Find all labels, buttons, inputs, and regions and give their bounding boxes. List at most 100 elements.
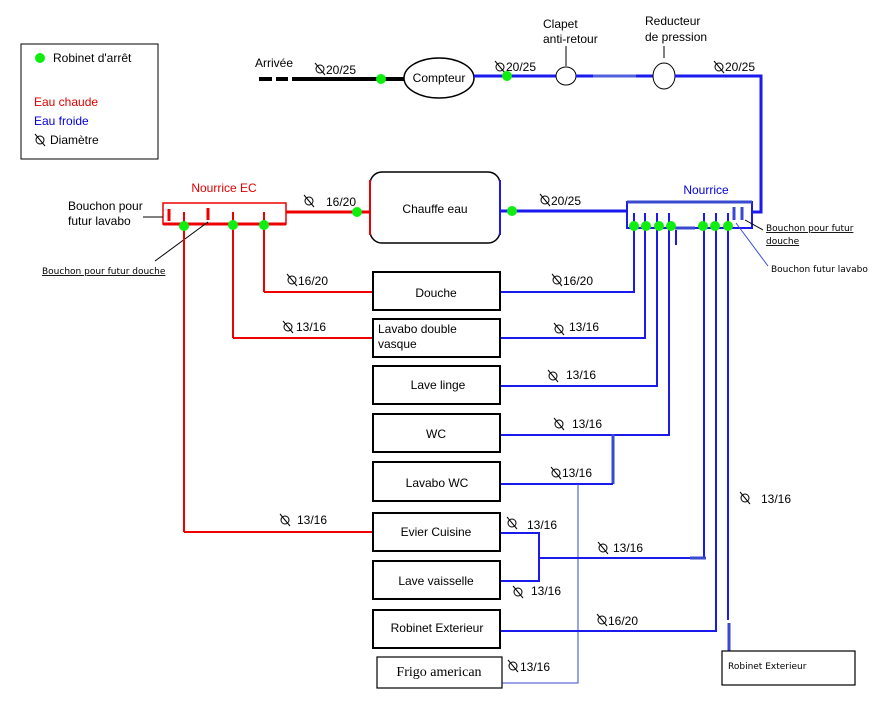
leader-line (744, 219, 764, 231)
plug-douche-label-1: Bouchon pour futur (766, 224, 854, 234)
diameter-icon (713, 60, 725, 74)
plug-lavabo-label-1: Bouchon pour (68, 199, 143, 213)
diameter-icon (494, 60, 506, 74)
cold-pipe-frigo (502, 484, 579, 684)
valve-icon (507, 206, 517, 216)
outdoor-tap-diameter: 13/16 (761, 492, 791, 506)
hot-manifold: Nourrice EC Bouchon pour futur lavabo Bo… (42, 181, 373, 533)
leader-line (735, 222, 769, 267)
meter (403, 57, 475, 99)
diameter-icon (507, 659, 519, 673)
diameter-icon (512, 585, 524, 599)
fixture-evier-cuisine (372, 512, 501, 552)
check-valve (555, 66, 577, 86)
fixture-robinet-exterieur-2 (721, 650, 856, 686)
diameter-icon (314, 62, 326, 76)
valve-icon (502, 71, 512, 81)
fixture-label: Robinet Exterieur (728, 662, 807, 672)
pressure-reducer (652, 62, 676, 90)
diameter-icon (551, 273, 563, 287)
hot-diameter: 13/16 (296, 320, 326, 334)
hot-diameter: 16/20 (298, 274, 328, 288)
valve-icon (654, 221, 664, 231)
valve-icon (376, 74, 386, 84)
fixture-label: Robinet Exterieur (391, 621, 484, 635)
plug-lavabo-label: Bouchon futur lavabo (771, 265, 868, 275)
valve-icon (228, 220, 238, 230)
plug-douche-label-2: douche (766, 237, 800, 247)
plug-douche-label: Bouchon pour futur douche (42, 267, 166, 277)
valve-icon (666, 221, 676, 231)
fixture-frigo (376, 656, 503, 689)
cold-pipe-evier-lave-vaisselle (501, 532, 540, 582)
valve-icon (641, 221, 651, 231)
fixture-label: Lavabo double (378, 322, 457, 336)
fixture-wc (372, 413, 501, 453)
cold-diameter: 13/16 (531, 584, 561, 598)
hot-manifold-title: Nourrice EC (191, 181, 257, 195)
diameter-icon (553, 322, 565, 336)
cold-diameter: 13/16 (527, 518, 557, 532)
fixture-douche (372, 271, 501, 311)
cold-diameter: 13/16 (566, 368, 596, 382)
valve-icon (259, 220, 269, 230)
diameter-icon (279, 513, 291, 527)
hot-diameter: 13/16 (297, 513, 327, 527)
cold-diameter: 13/16 (562, 466, 592, 480)
valve-icon (710, 221, 720, 231)
plug-lavabo-label-2: futur lavabo (68, 214, 131, 228)
diameter-icon (739, 491, 751, 505)
diameter-icon (596, 613, 608, 627)
cold-pipe-douche (501, 213, 635, 293)
fixture-label: Frigo american (396, 665, 481, 680)
water-heater: Chauffe eau 20/25 (369, 171, 628, 244)
fixtures: Douche 16/20 16/20 Lavabo double vasque … (279, 271, 856, 689)
cold-pipe-lave-linge (501, 213, 658, 387)
reducer-label-2: de pression (645, 30, 707, 44)
valve-icon (723, 221, 733, 231)
inlet-diameter: 20/25 (326, 63, 356, 77)
diameter-icon (550, 466, 562, 480)
diameter-icon (547, 369, 559, 383)
arrival-label: Arrivée (255, 56, 293, 70)
legend-valve-label: Robinet d'arrêt (53, 51, 132, 65)
cold-pipe-wc (501, 213, 670, 436)
heater-label: Chauffe eau (402, 202, 467, 216)
inlet-line: Arrivée 20/25 Compteur 20/25 Clapet anti… (255, 14, 763, 214)
fixture-robinet-exterieur (372, 609, 501, 649)
meter-label: Compteur (413, 71, 466, 85)
check-valve-label-1: Clapet (543, 17, 578, 31)
diameter-icon (539, 193, 551, 207)
legend-cold-label: Eau froide (34, 114, 89, 128)
diameter-icon (282, 320, 294, 334)
fixture-lave-vaisselle (372, 560, 501, 600)
valve-icon (352, 207, 362, 217)
kitchen-branch-diameter: 13/16 (613, 541, 643, 555)
cold-manifold-title: Nourrice (683, 183, 729, 197)
cold-diameter: 13/16 (569, 320, 599, 334)
check-valve-label-2: anti-retour (543, 32, 598, 46)
fixture-lave-linge (372, 365, 501, 405)
fixture-label: WC (426, 427, 446, 441)
cold-pipe-lavabo-double (501, 213, 646, 339)
diameter-icon (506, 516, 518, 530)
cold-manifold: Nourrice Bouchon pour futur douche Bouch… (626, 183, 868, 275)
after-meter-diameter: 20/25 (506, 60, 536, 74)
fixture-label: Evier Cuisine (401, 525, 472, 539)
legend: Robinet d'arrêt Eau chaude Eau froide Di… (20, 43, 159, 160)
diameter-icon (553, 417, 565, 431)
valve-icon (35, 53, 45, 63)
fixture-label: Douche (415, 286, 457, 300)
diameter-icon (597, 541, 609, 555)
cold-pipe-robinet-ext (501, 213, 717, 632)
hot-feed-diameter: 16/20 (326, 195, 356, 209)
legend-hot-label: Eau chaude (34, 95, 98, 109)
reducer-label-1: Reducteur (645, 14, 700, 28)
cold-diameter: 16/20 (563, 274, 593, 288)
valve-icon (698, 221, 708, 231)
cold-diameter: 13/16 (520, 660, 550, 674)
fixture-label: Lave linge (411, 378, 466, 392)
leader-line (154, 221, 209, 262)
cold-diameter: 13/16 (572, 417, 602, 431)
